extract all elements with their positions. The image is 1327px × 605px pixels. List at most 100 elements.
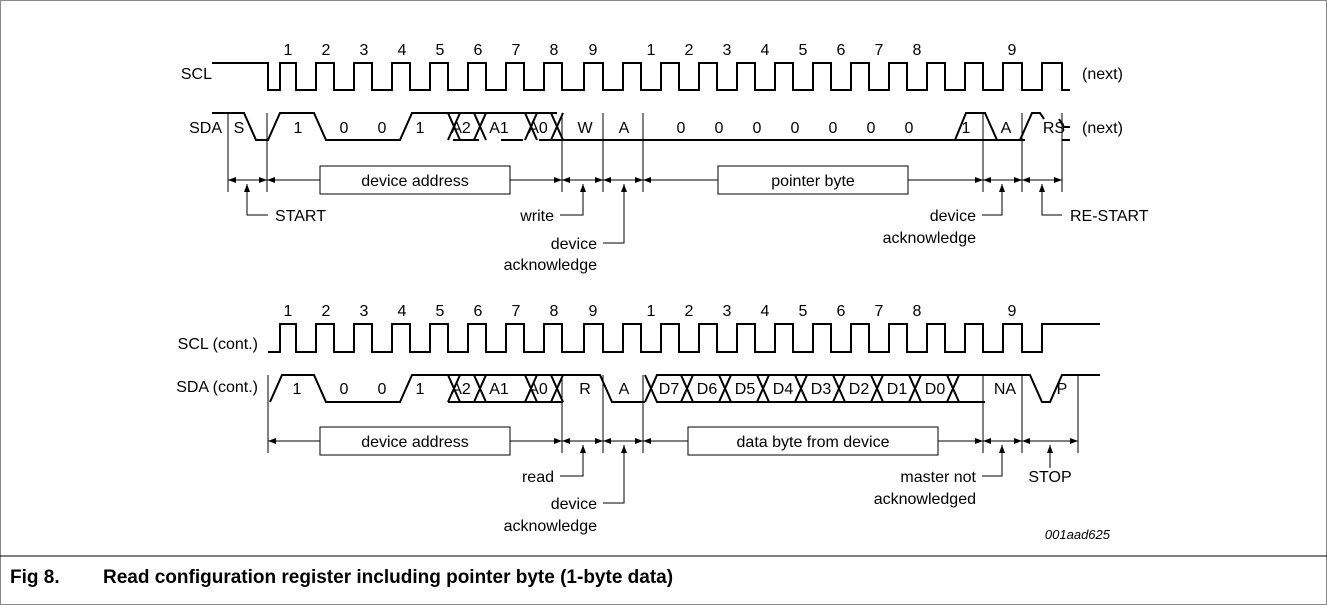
top-clock-number-5: 6 xyxy=(474,42,483,59)
top-sda-next-label: (next) xyxy=(1082,120,1123,137)
top-clock-number-6: 7 xyxy=(512,42,521,59)
top-scl-waveform xyxy=(212,62,1070,91)
bottom-phase-markers xyxy=(267,375,1079,453)
bottom-clock-number-13: 5 xyxy=(799,303,808,320)
figure-title: Read configuration register including po… xyxy=(103,567,673,588)
top-clock-number-2: 3 xyxy=(360,42,369,59)
top-sda-bit-11: 0 xyxy=(715,120,724,137)
top-sda-bit-17: 1 xyxy=(962,120,971,137)
top-sda-bit-2: 0 xyxy=(340,120,349,137)
bottom-master-line1: master not xyxy=(900,469,976,486)
bottom-sda-bit-7: R xyxy=(579,381,591,398)
bottom-data-byte-box xyxy=(687,426,939,456)
bottom-clock-number-11: 3 xyxy=(723,303,732,320)
bottom-sda-bit-2: 0 xyxy=(378,381,387,398)
bottom-clock-number-0: 1 xyxy=(284,303,293,320)
bottom-data-byte-label: data byte from device xyxy=(737,434,890,451)
top-sda-bit-13: 0 xyxy=(791,120,800,137)
bottom-sda-bit-0: 1 xyxy=(293,381,302,398)
top-pointer-byte-label: pointer byte xyxy=(771,173,855,190)
top-clock-number-3: 4 xyxy=(398,42,407,59)
top-sda-bit-10: 0 xyxy=(677,120,686,137)
top-sda-bit-15: 0 xyxy=(867,120,876,137)
bottom-ack-center-line1: device xyxy=(551,496,597,513)
figure-number: Fig 8. xyxy=(10,567,60,588)
top-sda-bit-4: 1 xyxy=(416,120,425,137)
top-clock-number-8: 9 xyxy=(589,42,598,59)
bottom-sda-bit-15: D1 xyxy=(887,381,908,398)
top-sda-bit-14: 0 xyxy=(829,120,838,137)
top-ack-center-line1: device xyxy=(551,236,597,253)
top-callout-arrowheads xyxy=(244,184,1045,192)
bottom-device-address-box xyxy=(319,426,511,456)
top-callout-lines xyxy=(246,184,1062,244)
top-clock-number-10: 2 xyxy=(685,42,694,59)
top-clock-number-1: 2 xyxy=(322,42,331,59)
bottom-sda-bit-8: A xyxy=(619,381,630,398)
top-sda-bit-1: 1 xyxy=(294,120,303,137)
bottom-sda-bit-17: NA xyxy=(994,381,1017,398)
top-clock-number-13: 5 xyxy=(799,42,808,59)
top-clock-number-9: 1 xyxy=(647,42,656,59)
top-clock-number-17: 9 xyxy=(1008,42,1017,59)
top-clock-number-0: 1 xyxy=(284,42,293,59)
bottom-clock-number-16: 8 xyxy=(913,303,922,320)
top-ack-right-line1: device xyxy=(930,208,976,225)
top-sda-bit-8: W xyxy=(577,120,593,137)
top-pointer-byte-box xyxy=(717,165,909,195)
bottom-sda-bit-10: D6 xyxy=(697,381,718,398)
bottom-sda-bit-9: D7 xyxy=(659,381,680,398)
bottom-sda-bit-14: D2 xyxy=(849,381,870,398)
top-sda-bit-19: RS xyxy=(1043,120,1065,137)
bottom-scl-label: SCL (cont.) xyxy=(178,336,258,353)
top-scl-next-label: (next) xyxy=(1082,66,1123,83)
bottom-sda-bit-13: D3 xyxy=(811,381,832,398)
bottom-clock-number-8: 9 xyxy=(589,303,598,320)
top-ack-right-line2: acknowledge xyxy=(883,230,977,247)
bottom-sda-waveform xyxy=(269,374,1100,403)
bottom-clock-number-3: 4 xyxy=(398,303,407,320)
bottom-clock-number-5: 6 xyxy=(474,303,483,320)
top-sda-waveform xyxy=(212,112,1025,141)
top-clock-number-12: 4 xyxy=(761,42,770,59)
bottom-device-address-label: device address xyxy=(361,434,469,451)
top-clock-number-14: 6 xyxy=(837,42,846,59)
bottom-arrowheads xyxy=(268,438,1078,444)
top-clock-number-7: 8 xyxy=(550,42,559,59)
top-sda-bit-16: 0 xyxy=(905,120,914,137)
bottom-sda-label: SDA (cont.) xyxy=(176,379,258,396)
bottom-clock-number-2: 3 xyxy=(360,303,369,320)
top-ack-center-line2: acknowledge xyxy=(504,257,598,274)
bottom-ack-center-line2: acknowledge xyxy=(504,518,598,535)
top-sda-bit-0: S xyxy=(234,120,245,137)
top-start-label: START xyxy=(275,208,326,225)
bottom-sda-bit-16: D0 xyxy=(925,381,946,398)
bottom-clock-number-7: 8 xyxy=(550,303,559,320)
bottom-sda-bit-5: A1 xyxy=(489,381,509,398)
top-sda-bit-9: A xyxy=(619,120,630,137)
top-device-address-box xyxy=(319,165,511,195)
top-arrowheads xyxy=(228,177,1062,183)
top-sda-address-rails xyxy=(447,112,564,141)
bottom-clock-number-15: 7 xyxy=(875,303,884,320)
top-scl-label: SCL xyxy=(181,66,212,83)
top-device-address-label: device address xyxy=(361,173,469,190)
top-sda-bit-6: A1 xyxy=(489,120,509,137)
top-sda-pointer-lsb xyxy=(954,112,1070,141)
bottom-sda-bit-3: 1 xyxy=(416,381,425,398)
top-sda-bit-12: 0 xyxy=(753,120,762,137)
bottom-scl-waveform xyxy=(268,323,1100,353)
top-phase-markers xyxy=(227,113,1063,192)
bottom-sda-bit-12: D4 xyxy=(773,381,794,398)
top-clock-number-15: 7 xyxy=(875,42,884,59)
bottom-clock-number-9: 1 xyxy=(647,303,656,320)
top-sda-bit-3: 0 xyxy=(378,120,387,137)
bottom-clock-number-14: 6 xyxy=(837,303,846,320)
bottom-sda-bit-18: P xyxy=(1057,381,1068,398)
